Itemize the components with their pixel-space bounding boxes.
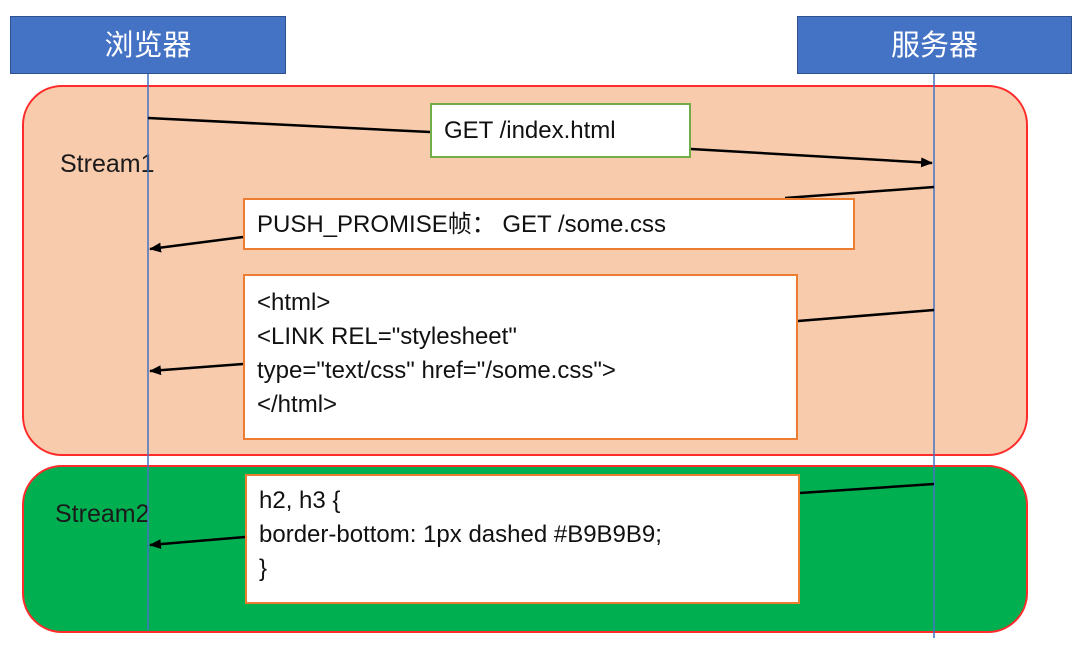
stream2-label: Stream2 — [55, 500, 150, 528]
get-request-box: GET /index.html — [430, 103, 691, 158]
css-line: border-bottom: 1px dashed #B9B9B9; — [259, 521, 662, 548]
stream1-label: Stream1 — [60, 150, 155, 178]
html-line: </html> — [257, 391, 338, 418]
server-actor-box: 服务器 — [797, 16, 1072, 74]
html-line: type="text/css" href="/some.css"> — [257, 357, 616, 384]
html-line: <html> — [257, 289, 331, 316]
css-line: h2, h3 { — [259, 487, 341, 514]
css-line: } — [259, 555, 268, 582]
push-promise-box: PUSH_PROMISE帧： GET /some.css — [243, 198, 855, 250]
browser-actor-box: 浏览器 — [10, 16, 286, 74]
html-line: <LINK REL="stylesheet" — [257, 323, 517, 350]
css-response-box: h2, h3 { border-bottom: 1px dashed #B9B9… — [245, 474, 800, 604]
html-response-box: <html> <LINK REL="stylesheet" type="text… — [243, 274, 798, 440]
